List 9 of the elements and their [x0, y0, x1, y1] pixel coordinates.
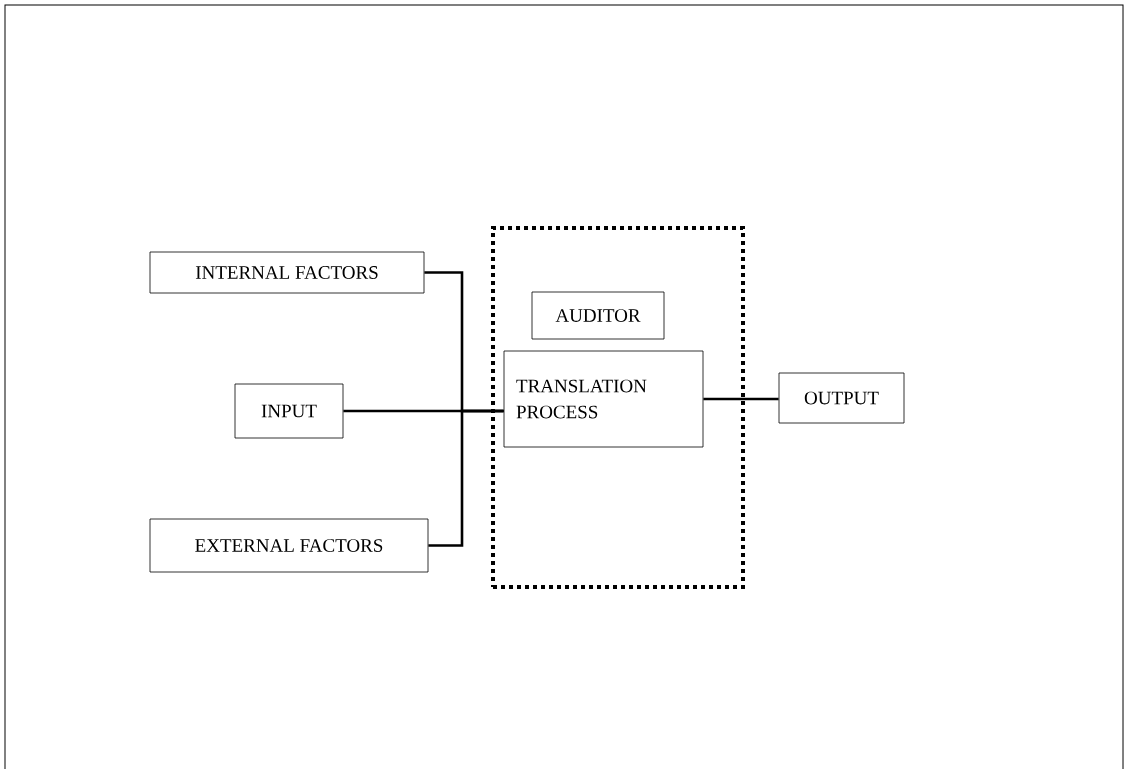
process-box: AUDITOR: [531, 291, 665, 340]
connector-line: [428, 409, 504, 547]
boundary-box: [491, 226, 745, 589]
process-box: TRANSLATION PROCESS: [503, 350, 704, 448]
process-box: INTERNAL FACTORS: [149, 251, 425, 294]
connector-line: [703, 397, 779, 401]
process-box: EXTERNAL FACTORS: [149, 518, 429, 573]
process-box: OUTPUT: [778, 372, 905, 424]
process-box: INPUT: [234, 383, 344, 439]
